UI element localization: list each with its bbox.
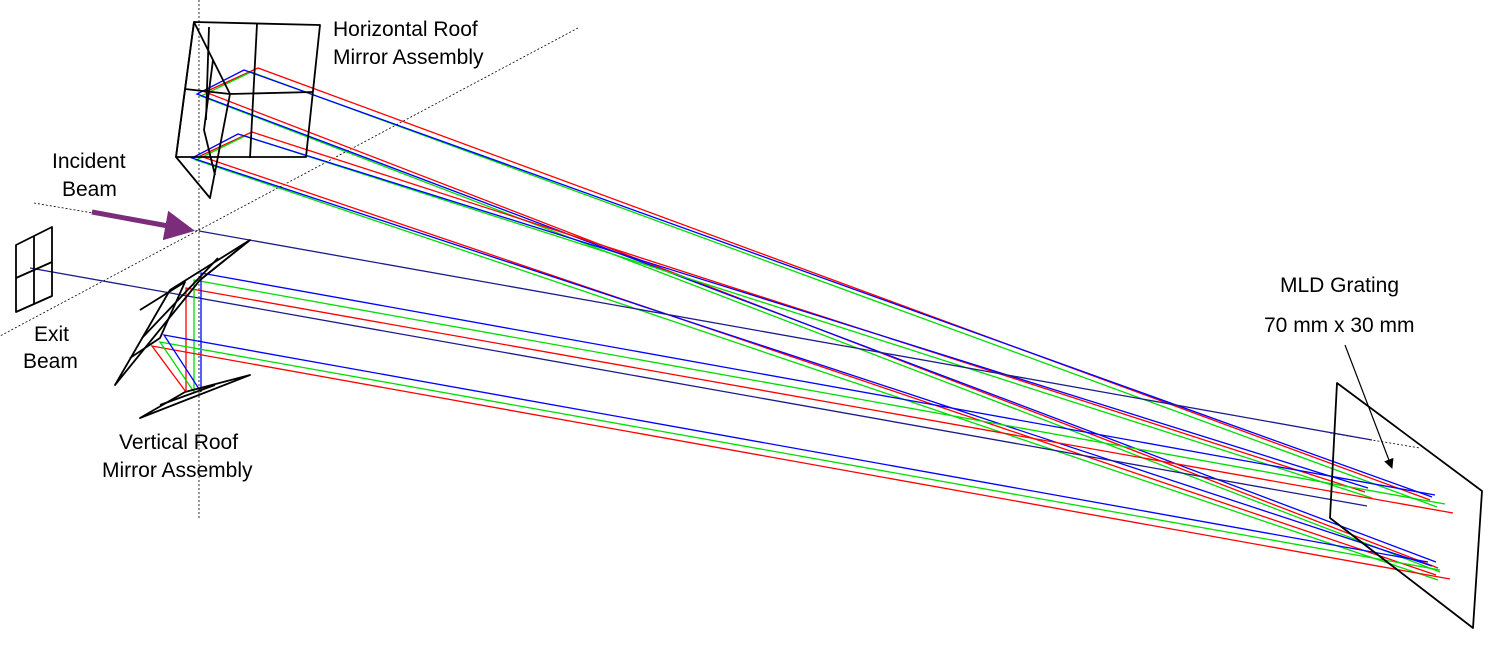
horizontal-roof-mirror-right-face bbox=[175, 21, 321, 158]
vertical-roof-mirror-grid-2 bbox=[129, 281, 186, 359]
incident-beam-label-1: Incident bbox=[52, 150, 126, 173]
vray-lower-red bbox=[150, 345, 1451, 580]
mld-grating bbox=[1329, 382, 1483, 629]
grating-pointer-arrow bbox=[1344, 344, 1394, 469]
horizontal-roof-mirror-left-face bbox=[175, 21, 231, 199]
exit-window bbox=[15, 226, 53, 313]
horizontal-roof-label-2: Mirror Assembly bbox=[333, 46, 484, 69]
vray-upper-green bbox=[193, 279, 1446, 505]
mld-grating-label: MLD Grating bbox=[1280, 274, 1399, 297]
vertical-roof-mirror-lower-face bbox=[139, 374, 251, 419]
grating-axis bbox=[1329, 432, 1421, 449]
diagonal-axis bbox=[0, 27, 579, 337]
vray-lower-green bbox=[158, 341, 1441, 571]
mld-grating-frame bbox=[1329, 382, 1483, 629]
vray-upper-red bbox=[185, 287, 1454, 514]
exit-ray bbox=[29, 267, 1368, 507]
horizontal-roof-label-1: Horizontal Roof bbox=[333, 18, 478, 41]
horizontal-roof-mirror-mid-v1 bbox=[203, 59, 216, 176]
reference-axes bbox=[0, 0, 1421, 520]
lower-beam-bundle bbox=[150, 272, 1454, 580]
incident-ray bbox=[198, 230, 1373, 441]
vertical-roof-mirror-lower-grid bbox=[159, 384, 216, 406]
vertical-roof-label-2: Mirror Assembly bbox=[102, 459, 253, 482]
central-rays bbox=[29, 230, 1373, 507]
exit-beam-label-2: Beam bbox=[23, 350, 78, 373]
exit-beam-label-1: Exit bbox=[34, 323, 69, 346]
incident-beam-arrow bbox=[91, 209, 195, 241]
exit-window-h bbox=[15, 261, 53, 279]
ray-lower-red bbox=[198, 131, 1437, 576]
vray-lower-blue bbox=[162, 334, 1429, 563]
horizontal-roof-mirror-inner bbox=[205, 26, 210, 121]
horizontal-roof-mirror-assembly bbox=[175, 21, 321, 199]
ray-upper-blue bbox=[195, 69, 1437, 563]
horizontal-roof-mirror-ridge bbox=[229, 91, 314, 95]
horizontal-roof-mirror-mid-v2 bbox=[249, 23, 258, 159]
upper-beam-bundle bbox=[190, 67, 1441, 581]
incident-beam-label-2: Beam bbox=[62, 178, 117, 201]
vertical-roof-mirror-assembly bbox=[114, 239, 251, 419]
exit-window-frame bbox=[15, 226, 53, 313]
vertical-roof-mirror-edge bbox=[199, 239, 251, 281]
vray-upper-blue bbox=[200, 272, 1436, 496]
vertical-roof-label-1: Vertical Roof bbox=[119, 431, 238, 454]
vertical-roof-mirror-grid-1 bbox=[141, 257, 219, 339]
mld-grating-size-label: 70 mm x 30 mm bbox=[1264, 314, 1415, 337]
ray-lower-green bbox=[194, 135, 1439, 581]
ray-lower-blue bbox=[190, 133, 1433, 567]
